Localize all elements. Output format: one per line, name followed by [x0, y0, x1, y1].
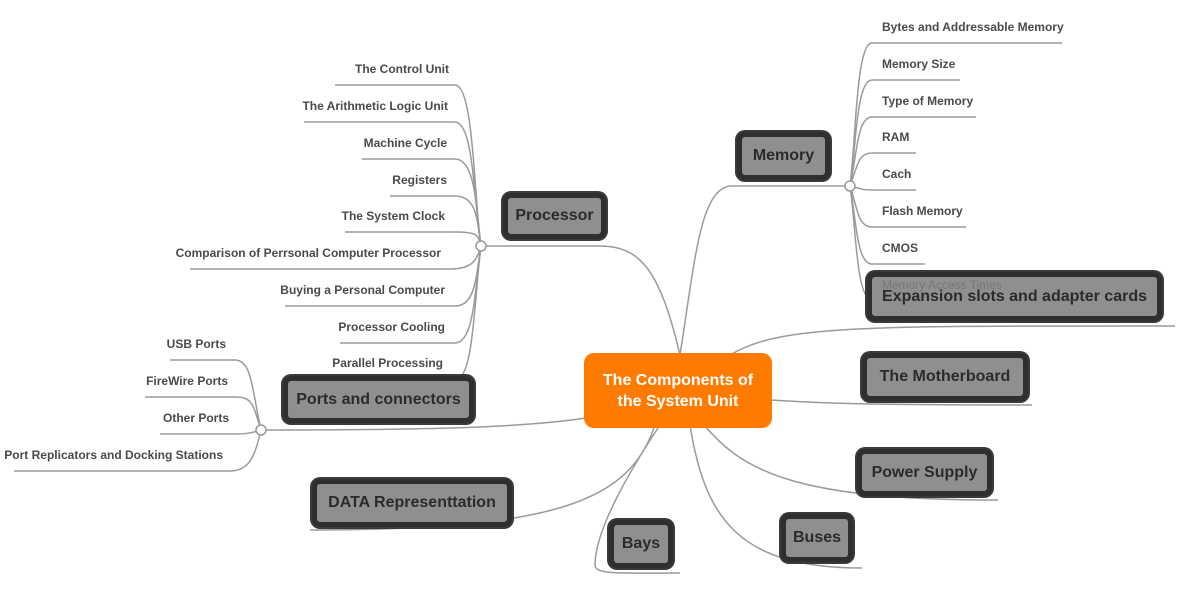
branch-bays-label: Bays	[621, 535, 661, 552]
memory-leaf[interactable]: RAM	[882, 130, 910, 144]
ports-leaf[interactable]: USB Ports	[166, 337, 226, 351]
link-bays	[594, 424, 681, 574]
link-processor	[481, 245, 681, 356]
memory-leaf[interactable]: Memory Size	[882, 57, 956, 71]
branch-memory[interactable]: Memory	[737, 132, 830, 180]
memory-leaf[interactable]: Bytes and Addressable Memory	[882, 20, 1064, 34]
branch-ports-and-connectors[interactable]: Ports and connectors	[283, 376, 474, 423]
branch-buses[interactable]: Buses	[781, 514, 853, 562]
processor-leaf[interactable]: Parallel Processing	[332, 356, 443, 370]
branch-processor-label: Processor	[515, 207, 594, 224]
processor-leaf[interactable]: Comparison of Perrsonal Computer Process…	[175, 246, 441, 260]
branch-data-representation[interactable]: DATA Representtation	[312, 479, 512, 527]
branch-motherboard[interactable]: The Motherboard	[862, 353, 1028, 401]
central-topic[interactable]: The Components of the System Unit	[584, 353, 772, 428]
link-motherboard	[769, 399, 1033, 406]
processor-leaf[interactable]: Buying a Personal Computer	[280, 283, 445, 297]
ports-leaf[interactable]: FireWire Ports	[146, 374, 228, 388]
memory-leaf[interactable]: Memory Access Times	[882, 278, 1003, 292]
branch-expansion-slots[interactable]: Expansion slots and adapter cards	[867, 272, 1162, 321]
central-topic-line2: the System Unit	[617, 392, 739, 410]
branch-motherboard-label: The Motherboard	[879, 368, 1011, 385]
branch-power-supply[interactable]: Power Supply	[857, 449, 992, 496]
memory-leaf[interactable]: CMOS	[882, 241, 918, 255]
link-ports	[260, 417, 587, 431]
processor-leaf[interactable]: The Control Unit	[355, 62, 449, 76]
memory-leaf[interactable]: Flash Memory	[882, 204, 963, 218]
link-expansion	[729, 325, 1176, 356]
link-power	[699, 419, 999, 501]
branch-memory-label: Memory	[752, 147, 815, 164]
branch-processor[interactable]: Processor	[503, 193, 606, 239]
branch-data-label: DATA Representtation	[328, 494, 496, 511]
link-buses	[689, 424, 863, 569]
processor-leaf[interactable]: Processor Cooling	[338, 320, 445, 334]
ports-leaf[interactable]: Other Ports	[162, 411, 229, 425]
processor-leaf[interactable]: Registers	[392, 173, 447, 187]
branch-buses-label: Buses	[792, 529, 842, 546]
branch-power-label: Power Supply	[871, 463, 978, 481]
memory-leaf[interactable]: Type of Memory	[882, 94, 974, 108]
branch-expansion-label: Expansion slots and adapter cards	[882, 287, 1147, 305]
branch-bays[interactable]: Bays	[609, 520, 673, 568]
processor-leaf[interactable]: The Arithmetic Logic Unit	[302, 99, 448, 113]
ports-leaf[interactable]: Port Replicators and Docking Stations	[4, 448, 223, 462]
processor-leaf[interactable]: Machine Cycle	[363, 136, 447, 150]
processor-leaf[interactable]: The System Clock	[341, 209, 445, 223]
memory-leaf[interactable]: Cach	[882, 167, 912, 181]
link-memory	[679, 185, 850, 356]
branch-ports-label: Ports and connectors	[296, 390, 461, 408]
central-topic-line1: The Components of	[602, 371, 754, 389]
link-data	[309, 424, 656, 531]
